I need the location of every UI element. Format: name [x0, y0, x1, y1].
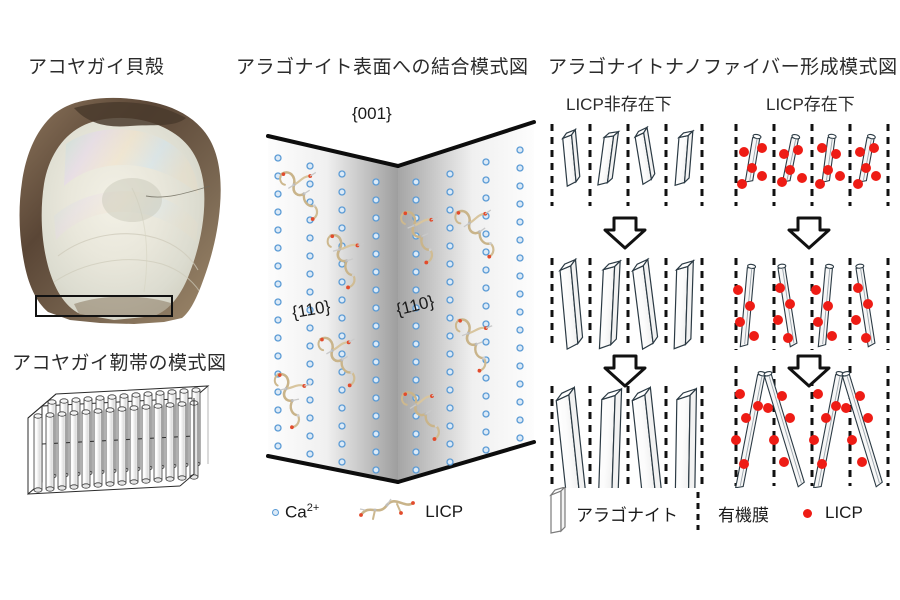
crystal-binding-title: アラゴナイト表面への結合模式図 [236, 57, 529, 78]
ligament-diagram-title: アコヤガイ靭帯の模式図 [12, 353, 227, 374]
licp-dot-icon [803, 508, 812, 518]
right-panel-legend: アラゴナイト 有機膜 LICP [548, 485, 898, 540]
stage-arrow-right-2 [787, 354, 831, 388]
aragonite-crystal-faces: {001} {110} {110} [262, 104, 542, 494]
middle-panel-legend: Ca2+ LICP [272, 495, 522, 529]
licp-molecule-icon [357, 497, 419, 528]
nanofiber-formation-diagram [540, 118, 900, 512]
aragonite-legend-label: アラゴナイト [576, 505, 678, 525]
aragonite-prism-icon [548, 485, 572, 540]
calcium-charge-superscript: 2+ [306, 501, 320, 514]
subtitle-without-licp: LICP非存在下 [566, 95, 672, 114]
calcium-ion-dot-icon [272, 508, 279, 516]
plane-label-001: {001} [352, 104, 392, 123]
pearl-oyster-shell-photo [14, 96, 230, 326]
stage-arrow-right-1 [787, 216, 831, 250]
organic-membrane-icon [695, 491, 701, 536]
subtitle-with-licp: LICP存在下 [766, 95, 855, 114]
stage-arrow-left-2 [603, 354, 647, 388]
stage-arrow-left-1 [603, 216, 647, 250]
licp-legend-label-right: LICP [825, 503, 863, 522]
licp-legend-label: LICP [425, 502, 464, 521]
ligament-schematic [18, 378, 218, 503]
shell-photo-title: アコヤガイ貝殻 [28, 57, 165, 78]
membrane-legend-label: 有機膜 [718, 505, 769, 525]
calcium-legend-label: Ca2+ [285, 501, 320, 522]
nanofiber-formation-title: アラゴナイトナノファイバー形成模式図 [548, 57, 898, 78]
